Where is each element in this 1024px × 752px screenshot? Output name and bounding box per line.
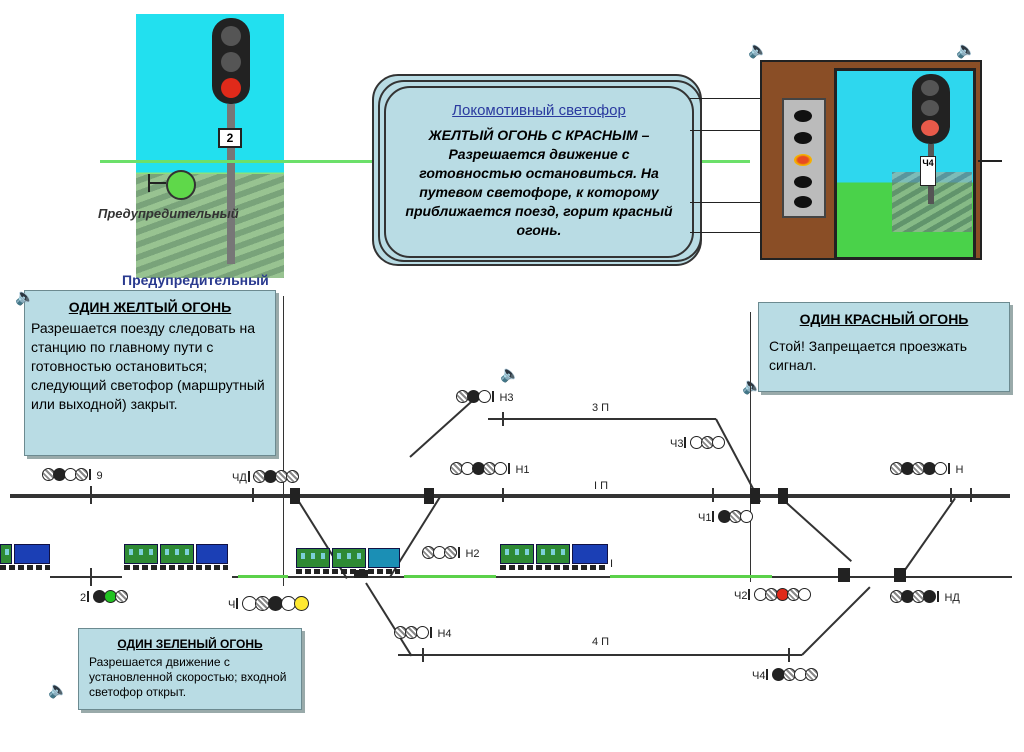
callout-heading: ЖЕЛТЫЙ ОГОНЬ С КРАСНЫМ – [428, 127, 650, 143]
signal-n4: Н4 [394, 626, 452, 640]
signal-ch-label: Ч [228, 598, 236, 611]
signal-ch2: Ч2 [734, 588, 811, 602]
distant-signal-label: Предупредительный [98, 206, 239, 221]
signal-ch: Ч [228, 596, 309, 611]
track-label-1: I П [594, 480, 609, 492]
signal-nd-label: НД [944, 591, 960, 604]
cab-view-signal [912, 74, 950, 144]
switch-box [354, 570, 368, 578]
green-track-section [610, 575, 772, 578]
switch-box [424, 488, 434, 504]
callout-connector [690, 130, 760, 131]
distant-signal-post-end [148, 174, 150, 192]
signal-ch4: Ч4 [752, 668, 818, 682]
cab-signal-picture: Ч4 [760, 60, 982, 260]
train-on-track [500, 544, 608, 570]
train-left [0, 544, 50, 570]
locomotive-signal-callout: Локомотивный светофор ЖЕЛТЫЙ ОГОНЬ С КРА… [384, 86, 694, 258]
green-light-title: ОДИН ЗЕЛЕНЫЙ ОГОНЬ [117, 637, 263, 651]
signal-chd: ЧД [232, 470, 300, 484]
switch-box [290, 488, 300, 504]
yellow-light-text: Разрешается поезду следовать на станцию … [31, 320, 265, 412]
callout-body: Разрешается движение с готовностью остан… [405, 146, 673, 238]
signal-n-label: Н [955, 463, 964, 476]
signal-bottom-label: Предупредительный [122, 272, 269, 288]
speaker-icon[interactable]: 🔈 [15, 289, 35, 306]
signal-n: Н [890, 462, 964, 476]
red-light-text: Стой! Запрещается проезжать сигнал. [769, 338, 968, 373]
distant-signal-post [150, 182, 166, 184]
signal-n4-label: Н4 [437, 627, 452, 640]
signal-lamp-top [221, 26, 241, 46]
signal-n1: Н1 [450, 462, 530, 476]
signal-ch3-label: Ч3 [670, 437, 684, 450]
signal-ch4-label: Ч4 [752, 669, 766, 682]
signal-9: 9 [42, 468, 103, 482]
red-light-title: ОДИН КРАСНЫЙ ОГОНЬ [799, 311, 969, 327]
signal-9-label: 9 [96, 469, 103, 482]
locomotive-signal-panel [782, 98, 826, 218]
track-3 [488, 418, 716, 420]
green-track-section [404, 575, 496, 578]
callout-connector [690, 202, 760, 203]
switch-box [838, 568, 850, 582]
signal-n2-label: Н2 [465, 547, 480, 560]
speaker-icon[interactable]: 🔈 [956, 42, 976, 59]
signal-n2: Н2 [422, 546, 480, 560]
switch-box [750, 488, 760, 504]
track-2 [50, 576, 122, 578]
train-approaching [124, 544, 228, 570]
signal-chd-label: ЧД [232, 471, 247, 484]
signal-ch1-label: Ч1 [698, 511, 712, 524]
callout-connector [690, 232, 760, 233]
signal-ch1: Ч1 [698, 510, 753, 524]
speaker-icon[interactable]: 🔈 [500, 366, 520, 383]
main-track-1 [10, 494, 1010, 498]
yellow-light-title: ОДИН ЖЕЛТЫЙ ОГОНЬ [68, 299, 232, 315]
callout-connector [690, 98, 760, 99]
signal-mast [227, 104, 235, 264]
track-label-4: 4 П [592, 636, 610, 648]
red-light-box: ОДИН КРАСНЫЙ ОГОНЬ Стой! Запрещается про… [758, 302, 1010, 392]
wayside-signal-picture: 2 [136, 14, 284, 278]
track-label-2: I [610, 558, 614, 570]
green-track-section [238, 575, 288, 578]
signal-2-label: 2 [80, 591, 87, 604]
signal-ch-yellow-lamp [293, 596, 309, 611]
loco-lamp-yellow-red [794, 154, 812, 166]
signal-ch3: Ч3 [670, 436, 725, 450]
signal-lamp-middle [221, 52, 241, 72]
speaker-icon[interactable]: 🔈 [742, 378, 762, 395]
signal-lamp-red [221, 78, 241, 98]
distant-signal-lamp [166, 170, 196, 200]
callout-title: Локомотивный светофор [452, 102, 626, 119]
yellow-light-box: 🔈 ОДИН ЖЕЛТЫЙ ОГОНЬ Разрешается поезду с… [15, 289, 276, 456]
speaker-icon[interactable]: 🔈 [748, 42, 768, 59]
switch-box [894, 568, 906, 582]
cab-view-plate: Ч4 [920, 156, 936, 186]
green-light-text: Разрешается движение с установленной ско… [89, 655, 287, 699]
signal-n3: Н3 [456, 390, 514, 404]
track-4 [398, 654, 802, 656]
signal-n1-label: Н1 [515, 463, 530, 476]
signal-ch2-label: Ч2 [734, 589, 748, 602]
signal-n3-label: Н3 [499, 391, 514, 404]
signal-plate: 2 [218, 128, 242, 148]
green-light-box: ОДИН ЗЕЛЕНЫЙ ОГОНЬ Разрешается движение … [78, 628, 302, 710]
signal-nd: НД [890, 590, 960, 604]
train-entering [296, 548, 400, 574]
signal-2: 2 [80, 590, 128, 604]
track-label-3: 3 П [592, 402, 610, 414]
speaker-icon[interactable]: 🔈 [48, 682, 68, 699]
signal-head [212, 18, 250, 104]
switch-box [778, 488, 788, 504]
